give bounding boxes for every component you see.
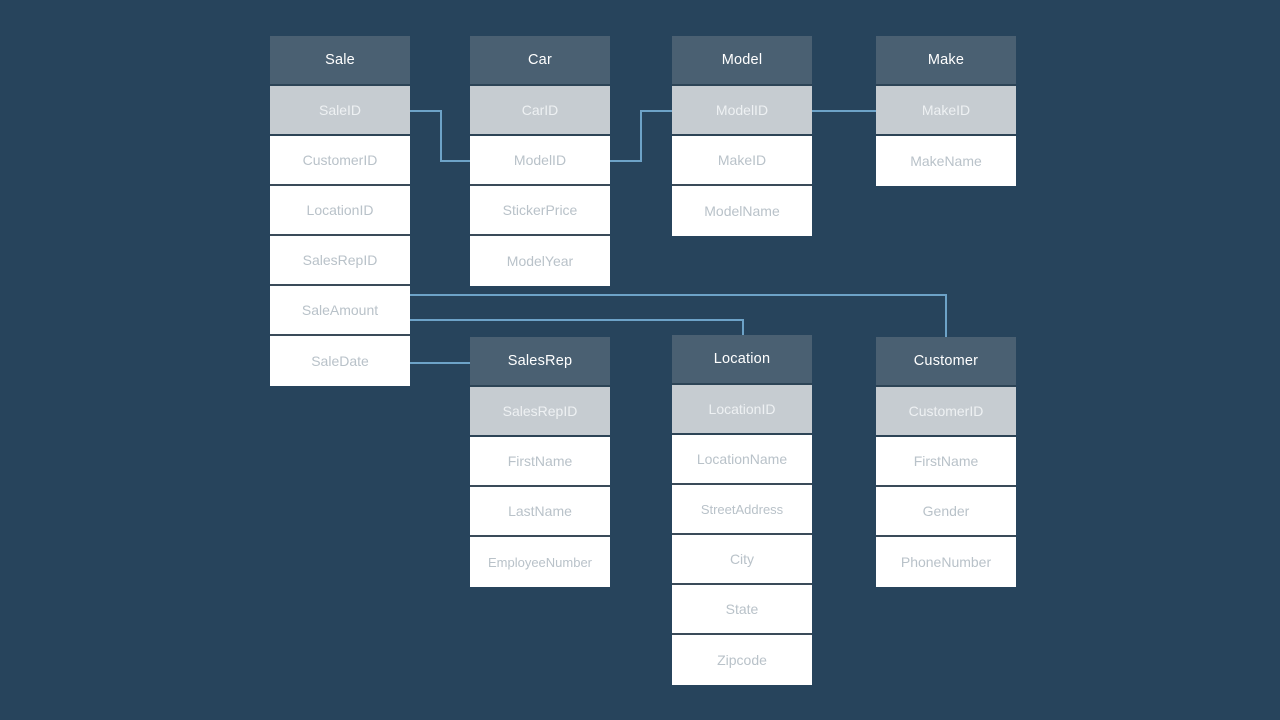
field-saleamount[interactable]: SaleAmount <box>270 286 410 336</box>
field-salesrepid[interactable]: SalesRepID <box>270 236 410 286</box>
field-gender[interactable]: Gender <box>876 487 1016 537</box>
field-customerid[interactable]: CustomerID <box>876 387 1016 437</box>
field-lastname[interactable]: LastName <box>470 487 610 537</box>
field-firstname[interactable]: FirstName <box>470 437 610 487</box>
field-saleid[interactable]: SaleID <box>270 86 410 136</box>
field-modelyear[interactable]: ModelYear <box>470 236 610 286</box>
connector-4 <box>410 319 744 335</box>
field-firstname[interactable]: FirstName <box>876 437 1016 487</box>
field-modelname[interactable]: ModelName <box>672 186 812 236</box>
field-phonenumber[interactable]: PhoneNumber <box>876 537 1016 587</box>
entity-title-location: Location <box>672 335 812 385</box>
field-carid[interactable]: CarID <box>470 86 610 136</box>
field-locationid[interactable]: LocationID <box>270 186 410 236</box>
entity-title-make: Make <box>876 36 1016 86</box>
field-employeenumber[interactable]: EmployeeNumber <box>470 537 610 587</box>
connector-3 <box>410 294 947 337</box>
entity-title-model: Model <box>672 36 812 86</box>
field-modelid[interactable]: ModelID <box>672 86 812 136</box>
entity-title-sale: Sale <box>270 36 410 86</box>
field-locationid[interactable]: LocationID <box>672 385 812 435</box>
field-makename[interactable]: MakeName <box>876 136 1016 186</box>
connector-0 <box>406 110 470 162</box>
entity-title-customer: Customer <box>876 337 1016 387</box>
field-locationname[interactable]: LocationName <box>672 435 812 485</box>
field-state[interactable]: State <box>672 585 812 635</box>
field-modelid[interactable]: ModelID <box>470 136 610 186</box>
field-stickerprice[interactable]: StickerPrice <box>470 186 610 236</box>
entity-title-salesrep: SalesRep <box>470 337 610 387</box>
entity-title-car: Car <box>470 36 610 86</box>
field-saledate[interactable]: SaleDate <box>270 336 410 386</box>
field-salesrepid[interactable]: SalesRepID <box>470 387 610 437</box>
connector-1 <box>608 110 672 162</box>
field-makeid[interactable]: MakeID <box>876 86 1016 136</box>
field-customerid[interactable]: CustomerID <box>270 136 410 186</box>
field-city[interactable]: City <box>672 535 812 585</box>
field-makeid[interactable]: MakeID <box>672 136 812 186</box>
field-zipcode[interactable]: Zipcode <box>672 635 812 685</box>
field-streetaddress[interactable]: StreetAddress <box>672 485 812 535</box>
